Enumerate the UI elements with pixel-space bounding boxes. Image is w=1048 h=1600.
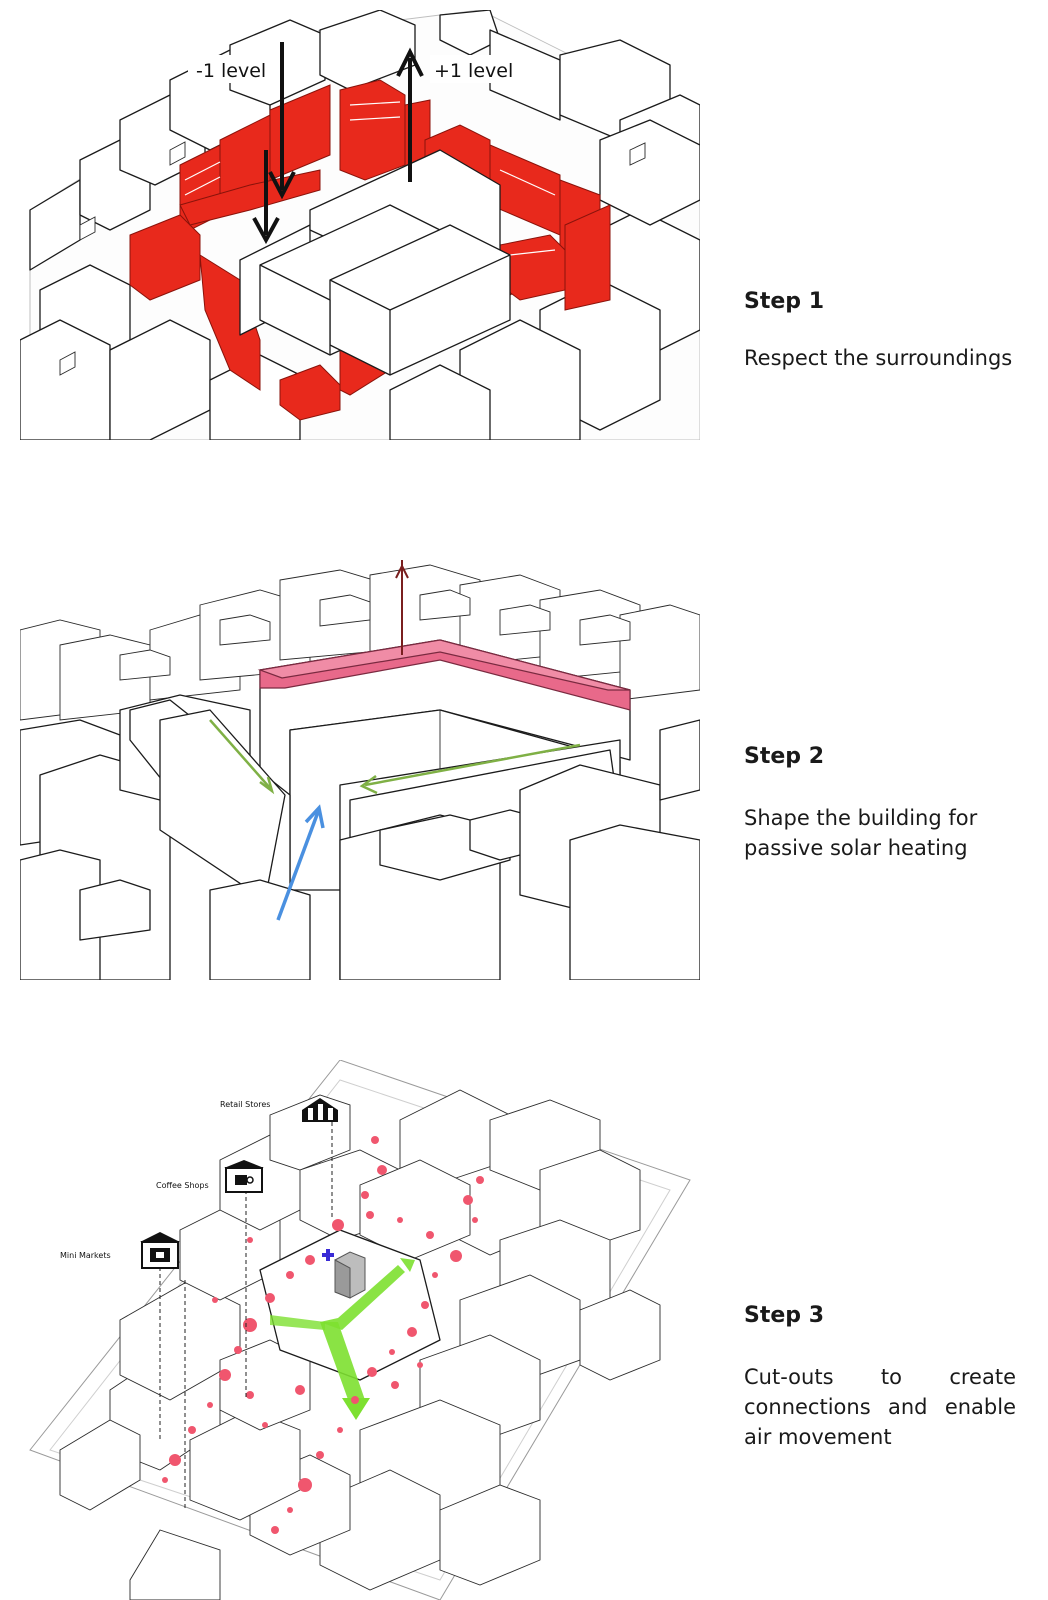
step1-description: Respect the surroundings — [744, 346, 1013, 370]
step2-title: Step 2 — [744, 744, 824, 769]
context-buildings-back — [20, 10, 700, 440]
leader-lines — [159, 1115, 333, 1510]
step1-diagram: -1 level +1 level — [20, 10, 700, 440]
step3-diagram: Retail Stores Coffee Shops Mini Markets — [20, 1060, 700, 1600]
step1-title: Step 1 — [744, 289, 824, 314]
coffee-shops-label: Coffee Shops — [156, 1181, 209, 1190]
cross-icon — [322, 1249, 334, 1261]
plus-one-level-label: +1 level — [434, 60, 513, 82]
step2-description-line1: Shape the building for — [744, 806, 978, 830]
central-block — [259, 1229, 441, 1381]
step2-massing-illustration — [20, 560, 700, 980]
step3-title: Step 3 — [744, 1303, 824, 1328]
step3-axonometric-illustration: Retail Stores Coffee Shops Mini Markets — [29, 1060, 691, 1600]
mini-market-icon — [140, 1232, 180, 1269]
green-connection-paths — [270, 1258, 415, 1420]
mini-markets-label: Mini Markets — [60, 1251, 111, 1260]
retail-store-icon — [302, 1098, 338, 1122]
step1-massing-illustration: -1 level +1 level — [20, 10, 700, 440]
minus-one-level-label: -1 level — [196, 60, 266, 82]
retail-stores-label: Retail Stores — [220, 1100, 270, 1109]
step2-diagram — [20, 560, 700, 980]
level-arrows — [252, 42, 424, 245]
proposed-building-mass — [239, 149, 511, 376]
coffee-shop-icon — [224, 1160, 264, 1193]
context-buildings-far — [20, 564, 700, 721]
activity-nodes — [162, 1136, 484, 1534]
step3-description: Cut-outs to create connections and enabl… — [744, 1365, 1016, 1449]
step2-description-line2: passive solar heating — [744, 836, 968, 860]
climate-arrows — [209, 560, 581, 921]
context-buildings — [59, 1089, 661, 1600]
